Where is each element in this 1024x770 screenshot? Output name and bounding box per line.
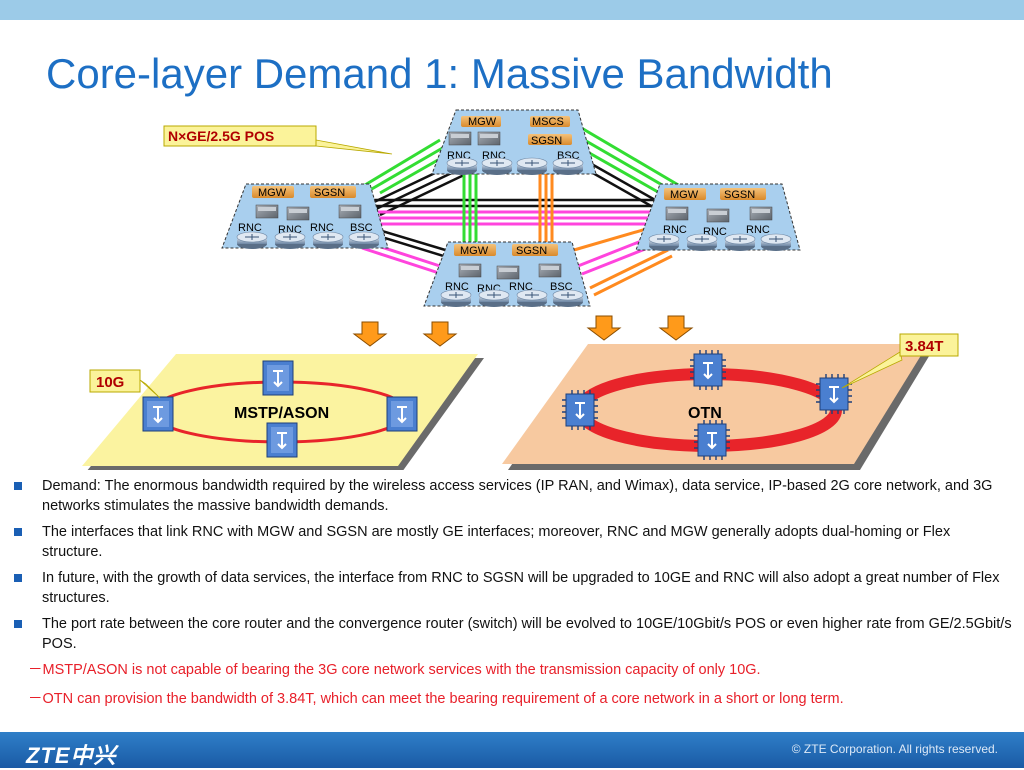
- otn-node-icon: [561, 389, 599, 431]
- server-icon: [706, 208, 730, 223]
- mgw-box: [252, 186, 294, 198]
- sgsn-box: [512, 244, 558, 256]
- bullet-text: The interfaces that link RNC with MGW an…: [42, 524, 951, 560]
- down-arrow-icon: [658, 315, 694, 341]
- sgsn-box: [310, 186, 356, 198]
- router-icon: [552, 157, 584, 176]
- mstp-rate-label: 10G: [96, 374, 124, 391]
- mgw-box: [664, 188, 706, 200]
- router-icon: [274, 231, 306, 250]
- rnc-label: RNC: [238, 222, 262, 234]
- router-icon: [516, 157, 548, 176]
- bullet-text: Demand: The enormous bandwidth required …: [42, 478, 993, 514]
- sgsn-label: SGSN: [516, 245, 547, 257]
- rnc-label: RNC: [663, 224, 687, 236]
- router-icon: [348, 231, 380, 250]
- sub-point: －OTN can provision the bandwidth of 3.84…: [28, 691, 844, 707]
- otn-platform: OTN 3.84T: [502, 333, 959, 470]
- sub-point: －MSTP/ASON is not capable of bearing the…: [28, 662, 761, 678]
- cross-connect-icon: [386, 396, 418, 432]
- mgw-label: MGW: [460, 245, 489, 257]
- bullet-square-icon: [14, 574, 22, 582]
- bullet-square-icon: [14, 528, 22, 536]
- copyright-text: © ZTE Corporation. All rights reserved.: [791, 742, 998, 756]
- cluster-bottom: MGW SGSN RNC RNC RNC BSC: [423, 241, 591, 308]
- router-icon: [760, 233, 792, 252]
- bullet-item: The interfaces that link RNC with MGW an…: [12, 522, 1012, 562]
- router-icon: [516, 289, 548, 308]
- router-icon: [312, 231, 344, 250]
- cross-connect-icon: [262, 360, 294, 396]
- bullet-square-icon: [14, 482, 22, 490]
- otn-ring-label: OTN: [688, 405, 722, 422]
- mgw-label: MGW: [670, 189, 699, 201]
- server-icon: [496, 265, 520, 280]
- router-icon: [481, 157, 513, 176]
- router-icon: [440, 289, 472, 308]
- pos-callout: N×GE/2.5G POS: [163, 125, 393, 155]
- mscs-box: [530, 116, 570, 127]
- server-icon: [338, 204, 362, 219]
- mstp-ring-label: MSTP/ASON: [234, 405, 329, 422]
- server-icon: [665, 206, 689, 221]
- router-icon: [478, 289, 510, 308]
- otn-node-icon: [693, 419, 731, 461]
- router-icon: [552, 289, 584, 308]
- mgw-box: [461, 116, 501, 127]
- server-icon: [477, 131, 501, 146]
- down-arrows: [352, 315, 694, 347]
- inter-cluster-links: [359, 124, 681, 297]
- cross-connect-icon: [142, 396, 174, 432]
- bullet-square-icon: [14, 620, 22, 628]
- otn-node-icon: [815, 373, 853, 415]
- server-icon: [538, 263, 562, 278]
- router-icon: [446, 157, 478, 176]
- otn-node-icon: [689, 349, 727, 391]
- bullet-text: In future, with the growth of data servi…: [42, 570, 1000, 606]
- bullet-item: The port rate between the core router an…: [12, 614, 1012, 654]
- server-icon: [255, 204, 279, 219]
- router-icon: [648, 233, 680, 252]
- bsc-label: BSC: [350, 222, 373, 234]
- sgsn-label: SGSN: [724, 189, 755, 201]
- footer-bar: ZTE中兴 © ZTE Corporation. All rights rese…: [0, 732, 1024, 768]
- server-icon: [448, 131, 472, 146]
- down-arrow-icon: [586, 315, 622, 341]
- sgsn-box: [528, 134, 572, 145]
- rnc-label: RNC: [746, 224, 770, 236]
- rnc-label: RNC: [310, 222, 334, 234]
- cluster-top: MGW MSCS SGSN RNC RNC BSC: [431, 109, 597, 176]
- bullet-list: Demand: The enormous bandwidth required …: [12, 476, 1012, 718]
- mgw-label: MGW: [258, 187, 287, 199]
- sgsn-label: SGSN: [314, 187, 345, 199]
- router-icon: [724, 233, 756, 252]
- cluster-right: MGW SGSN RNC RNC RNC: [635, 183, 801, 252]
- server-icon: [286, 206, 310, 221]
- top-banner: [0, 0, 1024, 20]
- cross-connect-icon: [266, 422, 298, 458]
- router-icon: [236, 231, 268, 250]
- sgsn-box: [720, 188, 766, 200]
- bullet-text: The port rate between the core router an…: [42, 616, 1012, 652]
- server-icon: [458, 263, 482, 278]
- network-diagram: MGW MSCS SGSN RNC RNC BSC MGW SGSN RNC R…: [82, 109, 959, 470]
- router-icon: [686, 233, 718, 252]
- down-arrow-icon: [422, 321, 458, 347]
- mgw-label: MGW: [468, 116, 497, 128]
- company-logo: ZTE中兴: [26, 743, 117, 768]
- pos-label: N×GE/2.5G POS: [168, 128, 274, 144]
- down-arrow-icon: [352, 321, 388, 347]
- cluster-left: MGW SGSN RNC RNC RNC BSC: [221, 183, 389, 250]
- sgsn-label: SGSN: [531, 135, 562, 147]
- otn-rate-label: 3.84T: [905, 338, 943, 355]
- page-title: Core-layer Demand 1: Massive Bandwidth: [46, 50, 833, 97]
- mstp-platform: MSTP/ASON 10G: [82, 354, 484, 470]
- mscs-label: MSCS: [532, 116, 564, 128]
- mgw-box: [454, 244, 496, 256]
- bullet-item: In future, with the growth of data servi…: [12, 568, 1012, 608]
- bullet-item: Demand: The enormous bandwidth required …: [12, 476, 1012, 516]
- server-icon: [749, 206, 773, 221]
